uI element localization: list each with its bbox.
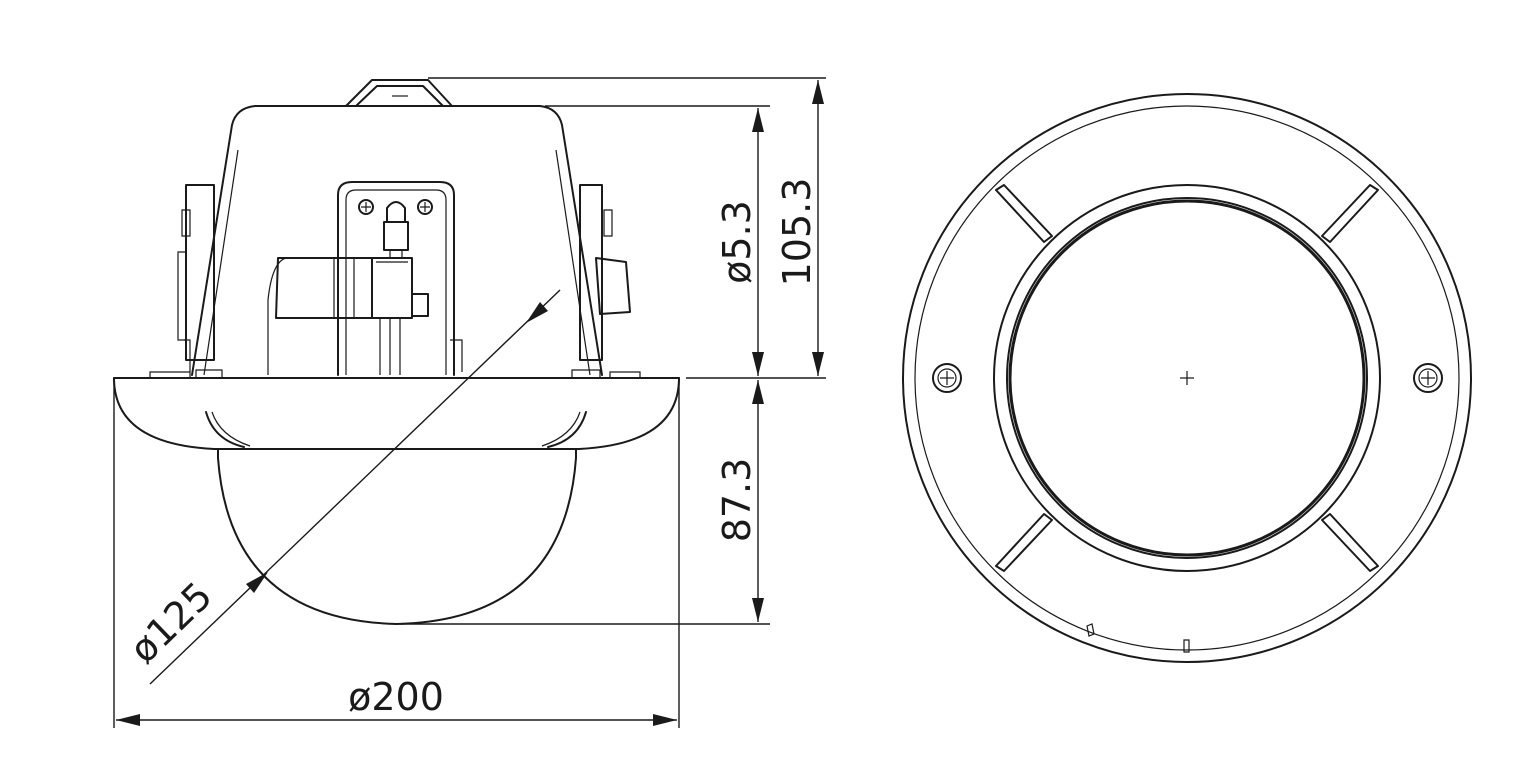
center-mark xyxy=(1180,371,1194,385)
alignment-mark xyxy=(1183,639,1190,653)
top-handle xyxy=(345,79,453,107)
bottom-slots xyxy=(995,184,1379,572)
label-overall-height: 105.3 xyxy=(775,178,819,287)
label-housing-height: ø5.3 xyxy=(715,200,759,284)
bottom-view xyxy=(902,93,1472,663)
screw-right xyxy=(1413,363,1443,393)
label-dome-height: 87.3 xyxy=(715,458,759,543)
housing-feet xyxy=(149,339,641,378)
alignment-mark xyxy=(1086,623,1095,637)
screw-left xyxy=(932,363,962,393)
dome-bubble xyxy=(217,449,577,625)
label-dome-diameter: ø125 xyxy=(121,574,220,672)
side-view xyxy=(113,79,680,625)
terminal-block xyxy=(267,181,455,376)
label-flange-diameter: ø200 xyxy=(348,675,444,719)
housing-body xyxy=(177,105,631,376)
dimension-lines xyxy=(113,77,826,728)
trim-flange xyxy=(113,377,680,450)
